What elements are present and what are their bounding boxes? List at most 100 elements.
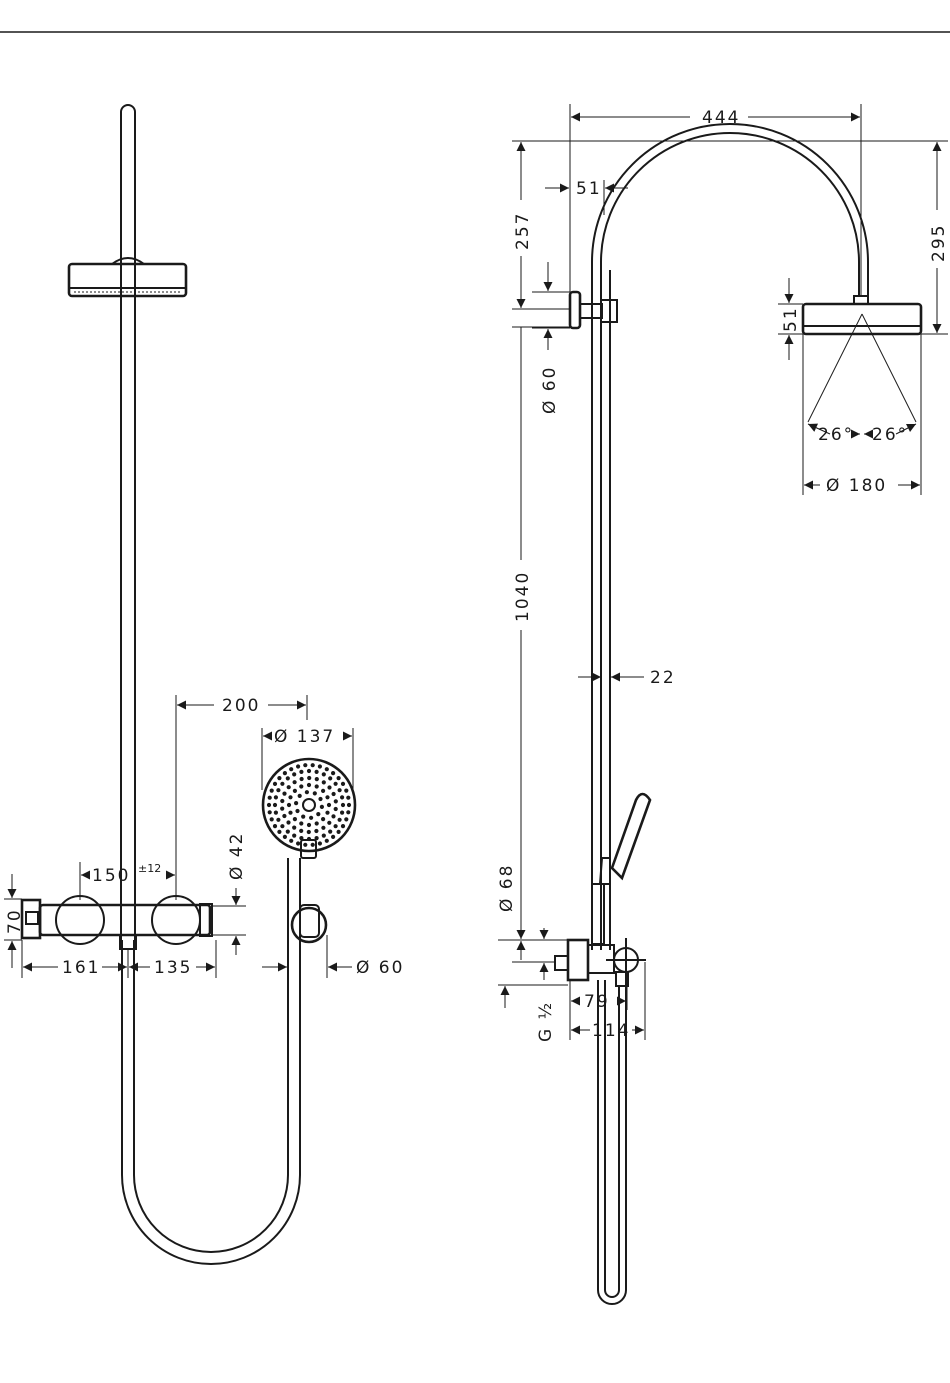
nozzle-dot	[325, 767, 329, 771]
dim-150-tolerance: ±12	[138, 862, 161, 875]
dim-51-top-label: 51	[576, 179, 602, 199]
nozzle-dot	[337, 830, 341, 834]
nozzle-dot	[327, 785, 331, 789]
nozzle-dot	[288, 811, 292, 815]
nozzle-dot	[328, 830, 332, 834]
nozzle-dot	[322, 834, 326, 838]
dim-68-label: Ø 68	[497, 864, 517, 912]
nozzle-dot	[295, 809, 299, 813]
nozzle-dot	[321, 817, 325, 821]
nozzle-dot	[296, 764, 300, 768]
nozzle-dot	[331, 771, 335, 775]
nozzle-dot	[280, 799, 284, 803]
nozzle-dot	[293, 817, 297, 821]
nozzle-dot	[346, 810, 350, 814]
nozzle-dot	[314, 829, 318, 833]
nozzle-dot	[276, 788, 280, 792]
nozzle-dot	[331, 835, 335, 839]
nozzle-dot	[307, 776, 311, 780]
nozzle-dot	[347, 803, 351, 807]
nozzle-dot	[288, 795, 292, 799]
nozzle-dot	[280, 782, 284, 786]
left-view: 200 Ø 137 150 ±12 Ø 42 70 161 13	[4, 105, 404, 1264]
dim-22-label: 22	[650, 668, 676, 688]
nozzle-dot	[334, 799, 338, 803]
nozzle-dot	[273, 824, 277, 828]
nozzle-dot	[315, 777, 319, 781]
nozzle-dot	[315, 770, 319, 774]
nozzle-dot	[311, 763, 315, 767]
nozzle-dot	[334, 824, 338, 828]
nozzle-dot	[299, 821, 303, 825]
nozzle-dot	[293, 789, 297, 793]
nozzle-dot	[274, 795, 278, 799]
nozzle-dot	[303, 843, 307, 847]
nozzle-dot	[286, 830, 290, 834]
dim-200-label: 200	[222, 696, 260, 716]
nozzle-dot	[344, 789, 348, 793]
dim-g-label: G ½	[536, 1001, 556, 1042]
dim-60-holder-label: Ø 60	[356, 958, 404, 978]
right-overhead-shower	[803, 304, 921, 422]
nozzle-dot	[280, 807, 284, 811]
nozzle-dot	[268, 810, 272, 814]
nozzle-dot	[273, 782, 277, 786]
nozzle-dot	[296, 841, 300, 845]
nozzle-dot	[289, 767, 293, 771]
nozzle-dot	[325, 811, 329, 815]
dim-137-label: Ø 137	[274, 727, 335, 747]
right-riser-gooseneck	[592, 124, 868, 950]
dim-1040-label: 1040	[513, 571, 533, 622]
nozzle-dot	[307, 830, 311, 834]
dim-51-head-label: 51	[781, 306, 801, 332]
nozzle-dot	[327, 821, 331, 825]
nozzle-dot	[292, 834, 296, 838]
dim-42-label: Ø 42	[227, 832, 247, 880]
dim-295-label: 295	[929, 224, 949, 262]
nozzle-dot	[300, 777, 304, 781]
nozzle-dot	[307, 783, 311, 787]
nozzle-dot	[321, 789, 325, 793]
nozzle-dot	[341, 824, 345, 828]
right-thermostat	[555, 938, 646, 986]
nozzle-dot	[318, 841, 322, 845]
nozzle-dot	[334, 782, 338, 786]
nozzle-dot	[331, 814, 335, 818]
nozzle-dot	[268, 796, 272, 800]
dim-257-label: 257	[513, 212, 533, 250]
nozzle-dot	[282, 792, 286, 796]
nozzle-dot	[283, 835, 287, 839]
nozzle-dot	[292, 826, 296, 830]
left-hand-shower	[263, 759, 355, 858]
nozzle-dot	[320, 805, 324, 809]
nozzle-dot	[338, 818, 342, 822]
nozzle-dot	[270, 817, 274, 821]
nozzle-dot	[282, 814, 286, 818]
nozzle-dot	[325, 795, 329, 799]
nozzle-dot	[346, 796, 350, 800]
left-riser-rail	[121, 105, 135, 940]
nozzle-dot	[286, 820, 290, 824]
dim-70-label: 70	[5, 908, 25, 934]
nozzle-dot	[334, 807, 338, 811]
left-thermostat	[22, 896, 212, 949]
nozzle-dot	[292, 772, 296, 776]
nozzle-dot	[303, 763, 307, 767]
nozzle-dot	[277, 776, 281, 780]
nozzle-dot	[318, 764, 322, 768]
nozzle-dot	[332, 792, 336, 796]
dim-26-right-label: 26°	[872, 425, 908, 445]
nozzle-dot	[315, 821, 319, 825]
nozzle-dot	[293, 780, 297, 784]
dim-135-label: 135	[154, 958, 192, 978]
nozzle-dot	[315, 784, 319, 788]
dim-150-label: 150	[92, 866, 130, 886]
nozzle-dot	[325, 839, 329, 843]
nozzle-dot	[273, 803, 277, 807]
nozzle-dot	[289, 839, 293, 843]
nozzle-dot	[341, 782, 345, 786]
nozzle-dot	[307, 823, 311, 827]
left-hose-holder	[292, 905, 326, 942]
nozzle-dot	[344, 817, 348, 821]
